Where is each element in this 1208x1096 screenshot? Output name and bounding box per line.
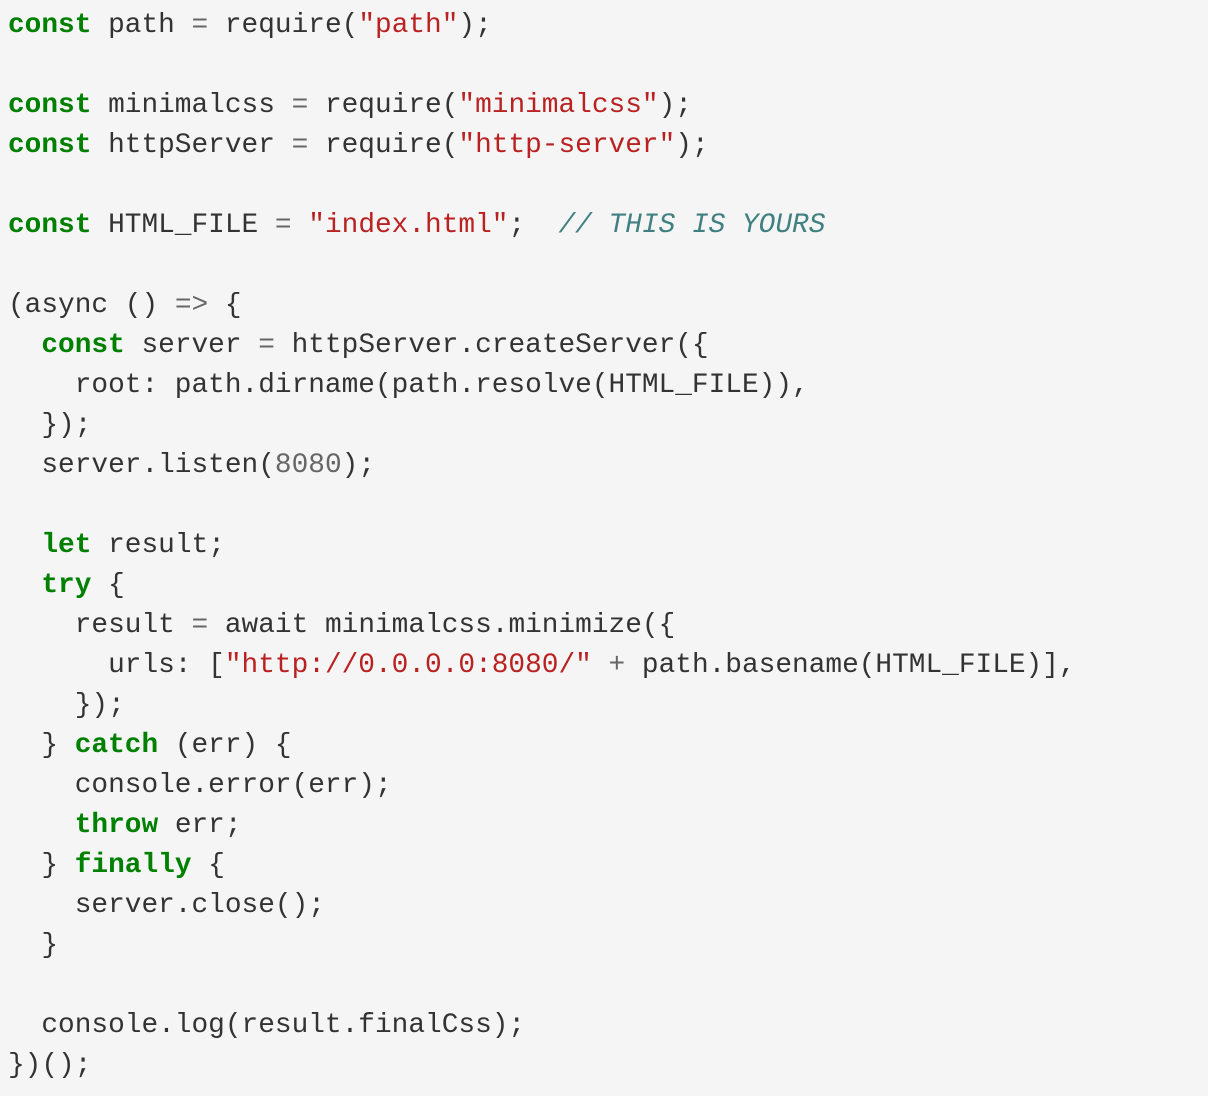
code-token-keyword: const [8,130,92,161]
code-token-text: server [124,330,259,361]
code-token-keyword: finally [74,850,192,881]
code-line: server.listen(8080); [8,446,1208,486]
code-token-text: path [91,10,192,41]
code-token-text: await minimalcss.minimize({ [208,610,676,641]
code-token-text: }); [8,410,92,441]
code-token-text: httpServer.createServer({ [274,330,709,361]
code-token-text: (async () [8,290,175,321]
code-token-operator: = [291,90,309,121]
code-line: (async () => { [8,286,1208,326]
code-token-text: path.basename(HTML_FILE)], [625,650,1076,681]
code-line: } [8,926,1208,966]
code-token-text: (err) { [158,730,292,761]
code-line: urls: ["http://0.0.0.0:8080/" + path.bas… [8,646,1208,686]
code-token-text: minimalcss [91,90,292,121]
code-token-text [8,570,41,601]
code-line: console.error(err); [8,766,1208,806]
code-token-number: 8080 [274,450,342,481]
code-line: } catch (err) { [8,726,1208,766]
code-token-keyword: const [41,330,125,361]
code-line: const minimalcss = require("minimalcss")… [8,86,1208,126]
code-token-keyword: const [8,90,92,121]
code-token-text: })(); [8,1050,92,1081]
code-token-text: server.listen( [8,450,275,481]
code-token-operator: = [274,210,292,241]
code-token-operator: + [608,650,626,681]
code-line: const httpServer = require("http-server"… [8,126,1208,166]
code-token-text: ); [458,10,492,41]
code-token-operator: = [191,610,209,641]
code-token-text: } [8,730,75,761]
code-token-text: console.error(err); [8,770,392,801]
code-token-string: "http-server" [458,130,676,161]
code-line: server.close(); [8,886,1208,926]
code-line: throw err; [8,806,1208,846]
code-token-text: result [8,610,192,641]
code-token-text: }); [8,690,125,721]
code-line: } finally { [8,846,1208,886]
code-token-keyword: const [8,210,92,241]
code-token-text: { [191,850,225,881]
code-line: ​ [8,246,1208,286]
code-token-keyword: const [8,10,92,41]
code-token-text: require( [308,130,459,161]
code-line: })(); [8,1046,1208,1086]
code-token-text: httpServer [91,130,292,161]
code-token-operator: => [174,290,209,321]
code-line: ​ [8,166,1208,206]
code-line: ​ [8,46,1208,86]
code-token-keyword: let [41,530,92,561]
code-token-text: urls: [ [8,650,225,681]
code-token-text: err; [158,810,242,841]
code-token-keyword: throw [74,810,159,841]
code-token-text [292,210,309,241]
code-token-string: "path" [358,10,459,41]
code-token-text: require( [308,90,459,121]
code-line: try { [8,566,1208,606]
code-line: ​ [8,486,1208,526]
code-token-text: } [8,850,75,881]
code-token-operator: = [191,10,209,41]
code-line: const server = httpServer.createServer({ [8,326,1208,366]
code-line: }); [8,406,1208,446]
code-line: const path = require("path"); [8,6,1208,46]
code-token-text: { [91,570,125,601]
code-line: result = await minimalcss.minimize({ [8,606,1208,646]
code-token-text: } [8,930,59,961]
code-token-text [592,650,609,681]
code-token-keyword: catch [74,730,159,761]
code-line: }); [8,686,1208,726]
code-token-comment: // THIS IS YOURS [558,210,826,241]
code-token-text: result; [91,530,225,561]
code-token-operator: = [258,330,275,361]
code-line: const HTML_FILE = "index.html"; // THIS … [8,206,1208,246]
code-line: console.log(result.finalCss); [8,1006,1208,1046]
code-token-text: server.close(); [8,890,325,921]
code-token-string: "index.html" [308,210,509,241]
code-token-text: ); [341,450,376,481]
code-token-string: "minimalcss" [458,90,659,121]
code-token-text: root: path.dirname(path.resolve(HTML_FIL… [8,370,809,401]
code-token-text: console.log(result.finalCss); [8,1010,526,1041]
code-token-text: HTML_FILE [91,210,275,241]
code-token-text: { [208,290,242,321]
code-token-keyword: try [41,570,92,601]
code-line: ​ [8,966,1208,1006]
code-token-text: ); [675,130,709,161]
code-line: let result; [8,526,1208,566]
code-token-text [8,530,41,561]
code-token-text: require( [208,10,359,41]
code-token-operator: = [291,130,309,161]
code-token-text [8,810,75,841]
code-token-text: ); [658,90,692,121]
code-token-text: ; [508,210,559,241]
code-line: root: path.dirname(path.resolve(HTML_FIL… [8,366,1208,406]
code-token-text [8,330,41,361]
code-token-string: "http://0.0.0.0:8080/" [224,650,592,681]
